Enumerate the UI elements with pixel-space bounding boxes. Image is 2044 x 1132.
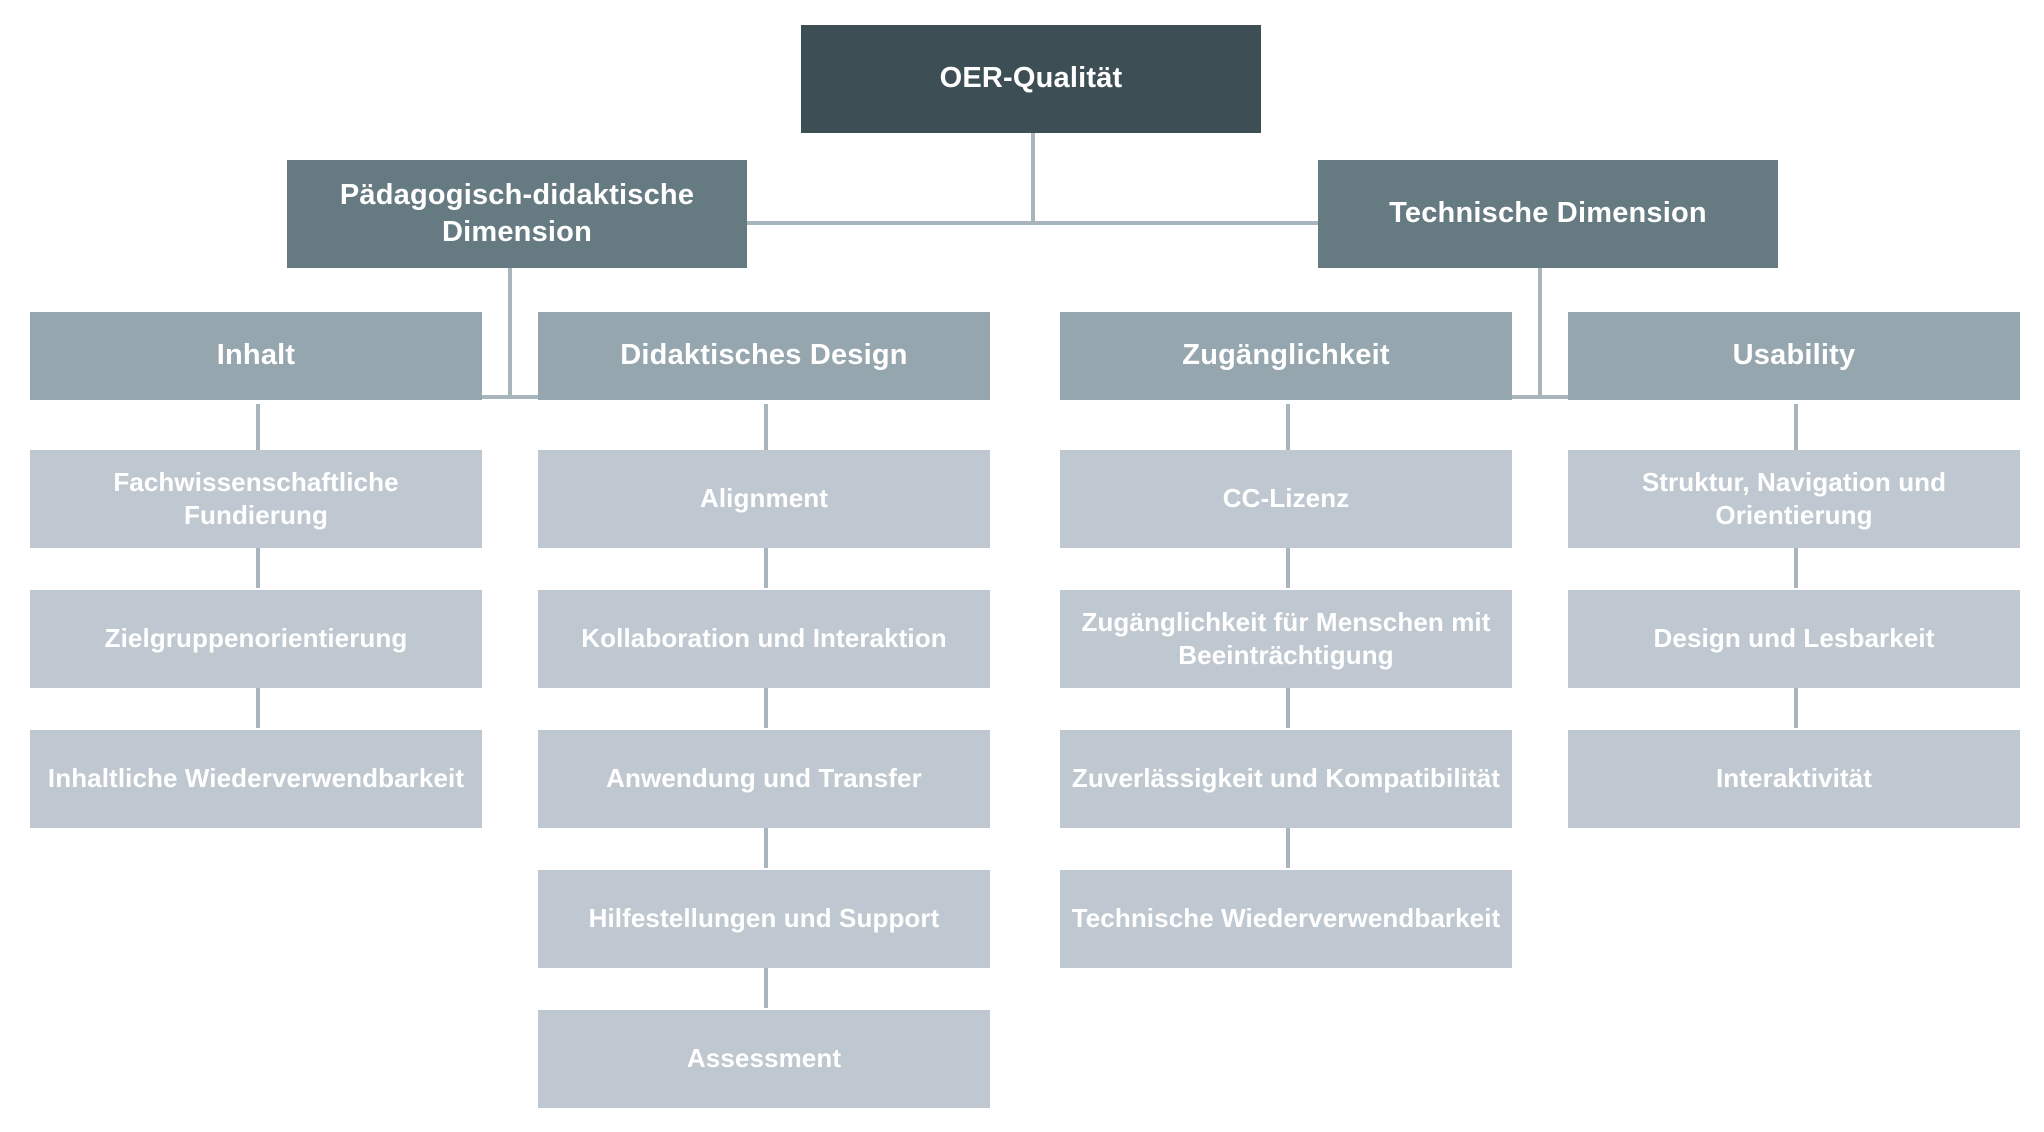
node-label: Hilfestellungen und Support [588, 903, 940, 934]
connector-usability-2 [1794, 546, 1798, 588]
node-label: Inhalt [216, 339, 296, 372]
node-label: Assessment [686, 1043, 842, 1074]
node-label: Zielgruppenorientierung [104, 623, 408, 654]
node-usability[interactable]: Usability [1568, 312, 2020, 400]
connector-technische-category-bus [1286, 395, 1794, 399]
connector-didaktisches-design-5 [764, 966, 768, 1008]
connector-zugaenglichkeit-1 [1286, 404, 1290, 452]
node-label: Design und Lesbarkeit [1653, 623, 1935, 654]
node-label: Zuverlässigkeit und Kompatibilität [1071, 763, 1501, 794]
connector-root-stem [1031, 133, 1035, 224]
node-label: Anwendung und Transfer [606, 763, 922, 794]
node-label: Kollaboration und Interaktion [581, 623, 947, 654]
node-label: Pädagogisch-didaktische Dimension [339, 178, 695, 248]
connector-didaktisches-design-3 [764, 686, 768, 728]
node-inhalt[interactable]: Inhalt [30, 312, 482, 400]
node-label: OER-Qualität [939, 62, 1123, 95]
node-didaktisches-design[interactable]: Didaktisches Design [538, 312, 990, 400]
node-label: Technische Dimension [1389, 197, 1707, 230]
connector-didaktisches-design-1 [764, 404, 768, 452]
connector-paedagogische-category-bus [256, 395, 764, 399]
node-label: Technische Wiederverwendbarkeit [1071, 903, 1501, 934]
node-label: Inhaltliche Wiederverwendbarkeit [47, 763, 465, 794]
connector-zugaenglichkeit-3 [1286, 686, 1290, 728]
node-label: Alignment [699, 483, 828, 514]
node-label: Zugänglichkeit [1182, 339, 1390, 372]
connector-usability-1 [1794, 404, 1798, 452]
node-hilfestellungen-und-support[interactable]: Hilfestellungen und Support [538, 870, 990, 968]
node-cc-lizenz[interactable]: CC-Lizenz [1060, 450, 1512, 548]
connector-zugaenglichkeit-4 [1286, 826, 1290, 868]
node-alignment[interactable]: Alignment [538, 450, 990, 548]
node-label: Zugänglichkeit für Menschen mit Beeinträ… [1081, 606, 1491, 670]
connector-inhalt-1 [256, 404, 260, 452]
node-technische-dimension[interactable]: Technische Dimension [1318, 160, 1778, 268]
node-label: CC-Lizenz [1222, 483, 1350, 514]
connector-zugaenglichkeit-2 [1286, 546, 1290, 588]
node-struktur-navigation-und-orientierung[interactable]: Struktur, Navigation und Orientierung [1568, 450, 2020, 548]
node-technische-wiederverwendbarkeit[interactable]: Technische Wiederverwendbarkeit [1060, 870, 1512, 968]
connector-inhalt-2 [256, 546, 260, 588]
node-zugaenglichkeit-fuer-menschen-mit-beeintraechtigung[interactable]: Zugänglichkeit für Menschen mit Beeinträ… [1060, 590, 1512, 688]
node-zugaenglichkeit[interactable]: Zugänglichkeit [1060, 312, 1512, 400]
node-kollaboration-und-interaktion[interactable]: Kollaboration und Interaktion [538, 590, 990, 688]
node-paedagogisch-didaktische-dimension[interactable]: Pädagogisch-didaktische Dimension [287, 160, 747, 268]
connector-paedagogische-stem [508, 267, 512, 398]
connector-technische-stem [1538, 267, 1542, 398]
node-zuverlaessigkeit-und-kompatibilitaet[interactable]: Zuverlässigkeit und Kompatibilität [1060, 730, 1512, 828]
node-inhaltliche-wiederverwendbarkeit[interactable]: Inhaltliche Wiederverwendbarkeit [30, 730, 482, 828]
node-fachwissenschaftliche-fundierung[interactable]: Fachwissenschaftliche Fundierung [30, 450, 482, 548]
node-interaktivitaet[interactable]: Interaktivität [1568, 730, 2020, 828]
node-label: Didaktisches Design [620, 339, 908, 372]
node-label: Usability [1732, 339, 1856, 372]
connector-dimension-bus [737, 221, 1331, 225]
node-zielgruppenorientierung[interactable]: Zielgruppenorientierung [30, 590, 482, 688]
node-label: Interaktivität [1715, 763, 1872, 794]
connector-didaktisches-design-2 [764, 546, 768, 588]
connector-didaktisches-design-4 [764, 826, 768, 868]
node-label: Struktur, Navigation und Orientierung [1641, 466, 1947, 530]
node-assessment[interactable]: Assessment [538, 1010, 990, 1108]
node-design-und-lesbarkeit[interactable]: Design und Lesbarkeit [1568, 590, 2020, 688]
connector-inhalt-3 [256, 686, 260, 728]
connector-usability-3 [1794, 686, 1798, 728]
node-anwendung-und-transfer[interactable]: Anwendung und Transfer [538, 730, 990, 828]
node-label: Fachwissenschaftliche Fundierung [113, 466, 399, 530]
node-oer-qualitaet[interactable]: OER-Qualität [801, 25, 1261, 133]
